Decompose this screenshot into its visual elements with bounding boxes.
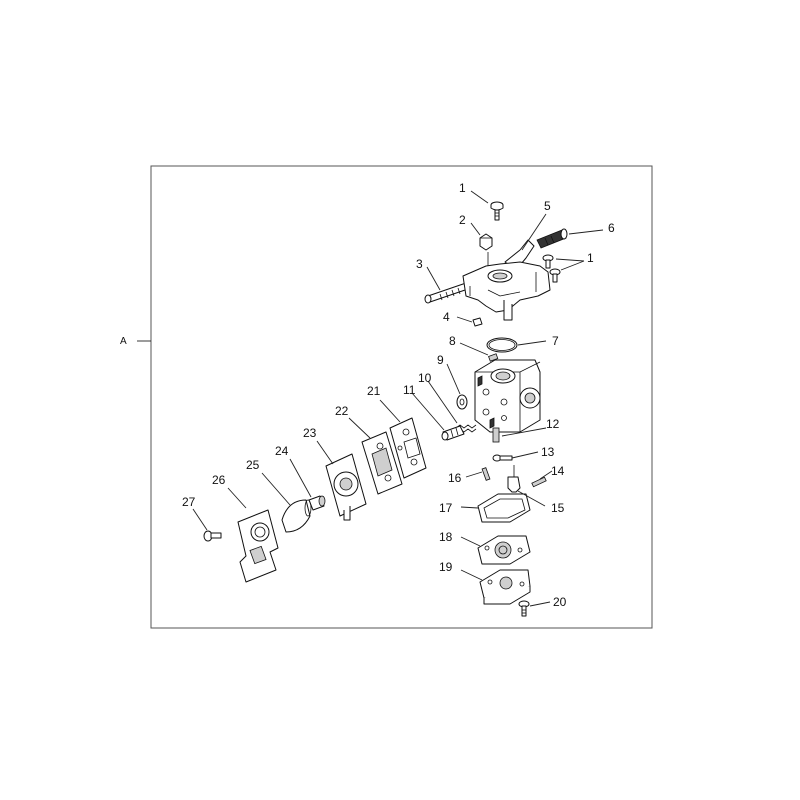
callout-10: 10 [418, 371, 432, 385]
callout-5: 5 [544, 199, 551, 213]
callout-23: 23 [303, 426, 317, 440]
callout-12: 12 [546, 417, 560, 431]
callout-1-top: 1 [459, 181, 466, 195]
part-13-screw [492, 454, 513, 462]
part-16-pin [481, 467, 491, 481]
callout-17: 17 [439, 501, 453, 515]
callout-8: 8 [449, 334, 456, 348]
callout-6: 6 [608, 221, 615, 235]
part-21-gasket [389, 417, 427, 479]
part-1-screw-right-b [549, 268, 561, 283]
callout-24: 24 [275, 444, 289, 458]
callout-9: 9 [437, 353, 444, 367]
callout-15: 15 [551, 501, 565, 515]
part-12-spring [492, 427, 500, 443]
callout-4: 4 [443, 310, 450, 324]
part-25-primer-bulb [281, 499, 312, 533]
upper-housing [462, 261, 551, 321]
part-14-pin [531, 476, 547, 488]
callout-7: 7 [552, 334, 559, 348]
callout-3: 3 [416, 257, 423, 271]
part-24-fitting [308, 495, 326, 511]
part-22-pump-plate [361, 431, 403, 495]
part-4-clip [472, 317, 483, 327]
carburetor-body [474, 359, 541, 433]
callout-22: 22 [335, 404, 349, 418]
part-7-o-ring [486, 337, 518, 353]
part-26-retainer-plate [237, 509, 279, 583]
part-15-needle-valve [507, 465, 521, 493]
callout-1-right: 1 [587, 251, 594, 265]
part-1-screw-top [490, 201, 504, 221]
callout-14: 14 [551, 464, 565, 478]
part-18-diaphragm [477, 535, 531, 565]
part-1-screw-right-a [542, 254, 554, 269]
callout-27: 27 [182, 495, 196, 509]
part-2-bushing [479, 233, 493, 251]
part-27-screw [203, 530, 222, 542]
part-8-pin [488, 353, 499, 362]
part-19-cover [479, 569, 531, 605]
part-11-needle-screw [441, 425, 465, 441]
callout-11: 11 [403, 383, 416, 397]
callout-21: 21 [367, 384, 381, 398]
callout-19: 19 [439, 560, 453, 574]
callout-2: 2 [459, 213, 466, 227]
callout-26: 26 [212, 473, 226, 487]
section-ref-label: A [120, 336, 127, 347]
part-6-choke-shaft [536, 228, 568, 249]
callout-20: 20 [553, 595, 567, 609]
callout-16: 16 [448, 471, 462, 485]
diagram-frame [150, 165, 653, 629]
part-20-screw [518, 600, 530, 617]
leader-lines [192, 190, 604, 607]
part-3-adjust-screw [424, 282, 469, 304]
part-17-gasket [477, 493, 531, 523]
callout-labels: 1 2 3 4 5 6 1 7 8 9 10 11 12 13 14 15 16… [182, 181, 615, 609]
part-9-washer [456, 394, 468, 410]
part-23-pump-body [325, 453, 367, 521]
callout-25: 25 [246, 458, 260, 472]
callout-18: 18 [439, 530, 453, 544]
callout-13: 13 [541, 445, 555, 459]
